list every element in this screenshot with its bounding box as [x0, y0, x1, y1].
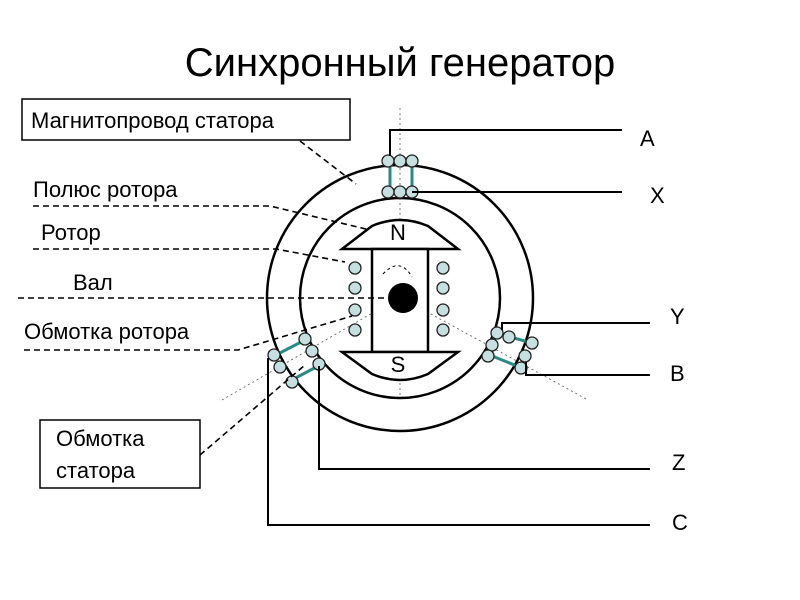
lead-b [525, 362, 650, 376]
lead-wires [267, 129, 650, 526]
flux-arc [382, 265, 413, 278]
stator-core-label: Магнитопровод статора [31, 108, 275, 133]
rotor-pole-north [338, 218, 462, 251]
shaft [388, 283, 418, 313]
terminal-a: A [640, 126, 655, 151]
stator-core-leader [299, 140, 357, 185]
terminal-x: X [650, 183, 665, 208]
rotor: N S [338, 218, 462, 382]
terminal-c: C [672, 510, 688, 535]
rotor-winding-leader [24, 315, 353, 351]
rotor-winding [348, 261, 450, 337]
stator-coil-phase-a [381, 154, 419, 199]
stator-coil-phase-b [481, 326, 539, 375]
terminal-z: Z [672, 450, 685, 475]
rotor-label: Ротор [41, 220, 101, 245]
stator-winding-label-line1: Обмотка [56, 426, 145, 451]
stator-winding-label-line2: статора [56, 458, 136, 483]
stator-winding-leader [199, 364, 306, 456]
rotor-pole-label: Полюс ротора [33, 177, 178, 202]
lead-z [318, 366, 650, 470]
rotor-pole-south [338, 350, 462, 382]
lead-y [501, 322, 650, 330]
rotor-winding-label: Обмотка ротора [24, 319, 190, 344]
south-pole-label: S [391, 352, 406, 377]
stator-winding-label-box [39, 419, 201, 489]
diagram-title: Синхронный генератор [185, 41, 615, 85]
terminal-b: B [670, 361, 685, 386]
rotor-leader [33, 248, 346, 263]
rotor-pole-leader [33, 205, 371, 231]
stator-coil-phase-c [267, 332, 326, 389]
stator-core-label-box [21, 98, 351, 141]
shaft-label: Вал [73, 270, 113, 295]
lead-a [389, 129, 622, 156]
terminal-y: Y [670, 304, 685, 329]
north-pole-label: N [390, 220, 406, 245]
lead-c [267, 358, 650, 526]
